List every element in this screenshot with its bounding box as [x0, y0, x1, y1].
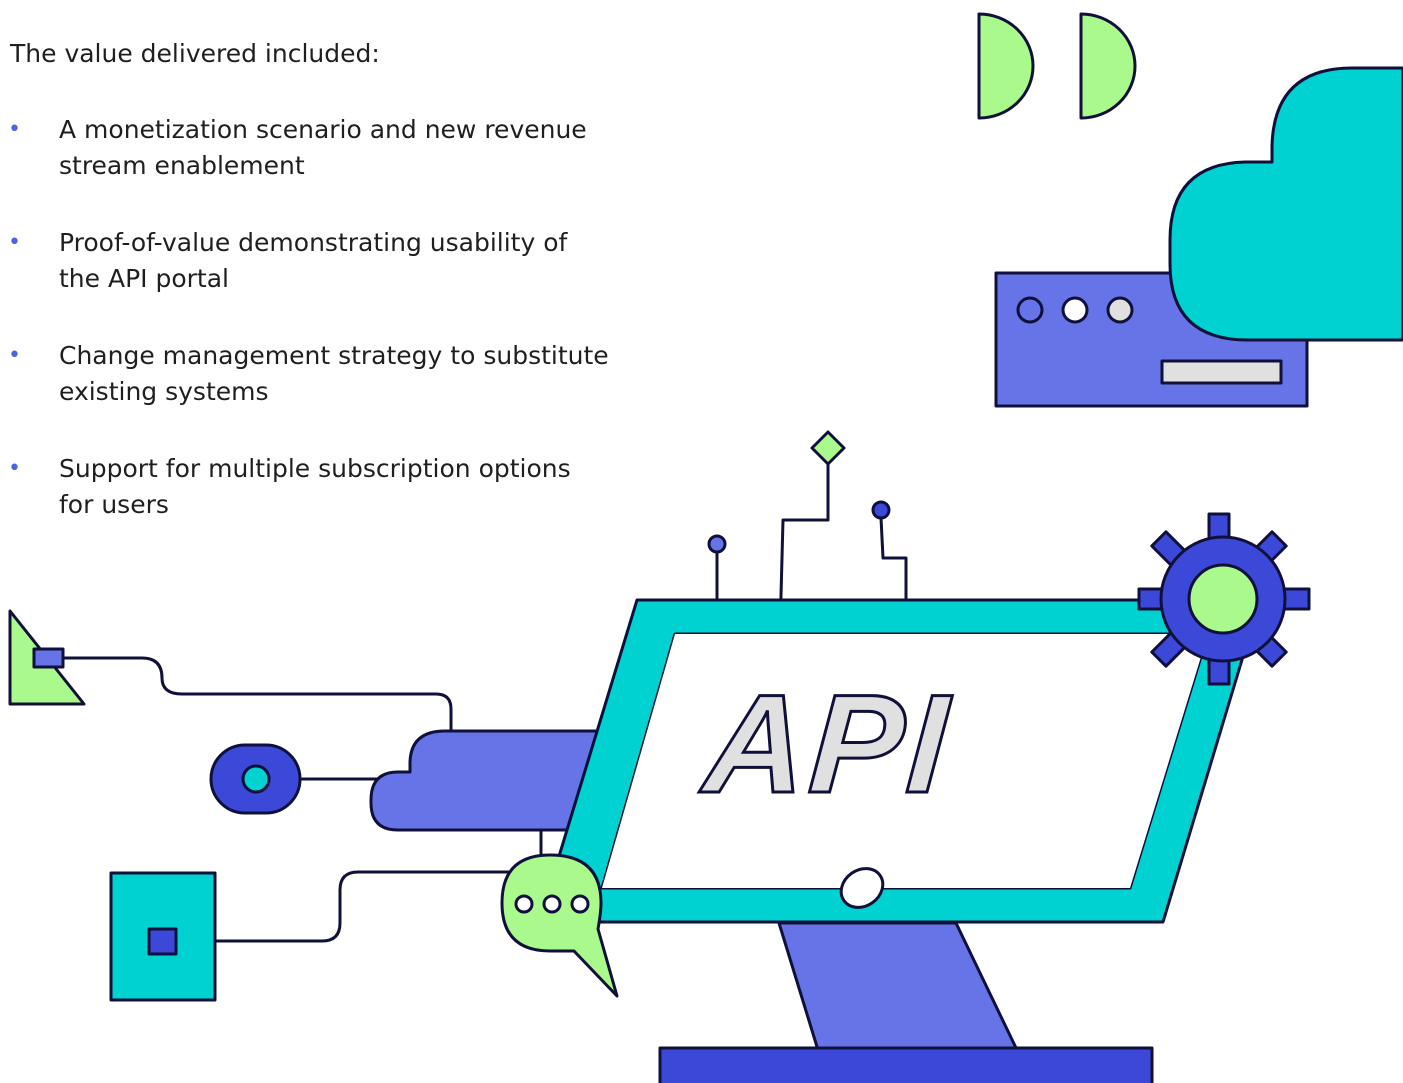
list-item: • Proof-of-value demonstrating usability … — [8, 225, 610, 297]
api-label: API — [697, 665, 956, 822]
monitor-screen — [602, 634, 1208, 888]
gear-icon — [1137, 512, 1311, 686]
list-item: • Support for multiple subscription optio… — [8, 451, 610, 523]
bullet-icon: • — [8, 230, 21, 255]
chat-bubble-icon — [500, 853, 619, 998]
bullet-icon: • — [8, 117, 21, 142]
monitor-stand — [777, 921, 1019, 1052]
bullet-icon: • — [8, 343, 21, 368]
half-disc-right-icon — [1079, 12, 1137, 120]
list-item-text: Support for multiple subscription option… — [59, 454, 571, 519]
half-disc-left-icon — [977, 12, 1035, 120]
power-button-icon — [839, 867, 885, 909]
cloud-icon — [1168, 66, 1403, 342]
bullet-icon: • — [8, 456, 21, 481]
list-item-text: A monetization scenario and new revenue … — [59, 115, 587, 180]
list-item-text: Change management strategy to substitute… — [59, 341, 609, 406]
connector-lines — [60, 656, 543, 943]
square-box-icon — [109, 871, 217, 1002]
list-item-text: Proof-of-value demonstrating usability o… — [59, 228, 568, 293]
cloud-small-icon — [369, 729, 632, 832]
intro-text: The value delivered included: — [10, 39, 380, 68]
list-item: • A monetization scenario and new revenue… — [8, 112, 610, 184]
value-list: • A monetization scenario and new revenue… — [8, 112, 610, 564]
antenna-lines — [707, 430, 908, 635]
list-item: • Change management strategy to substitut… — [8, 338, 610, 410]
monitor-base — [658, 1046, 1154, 1083]
